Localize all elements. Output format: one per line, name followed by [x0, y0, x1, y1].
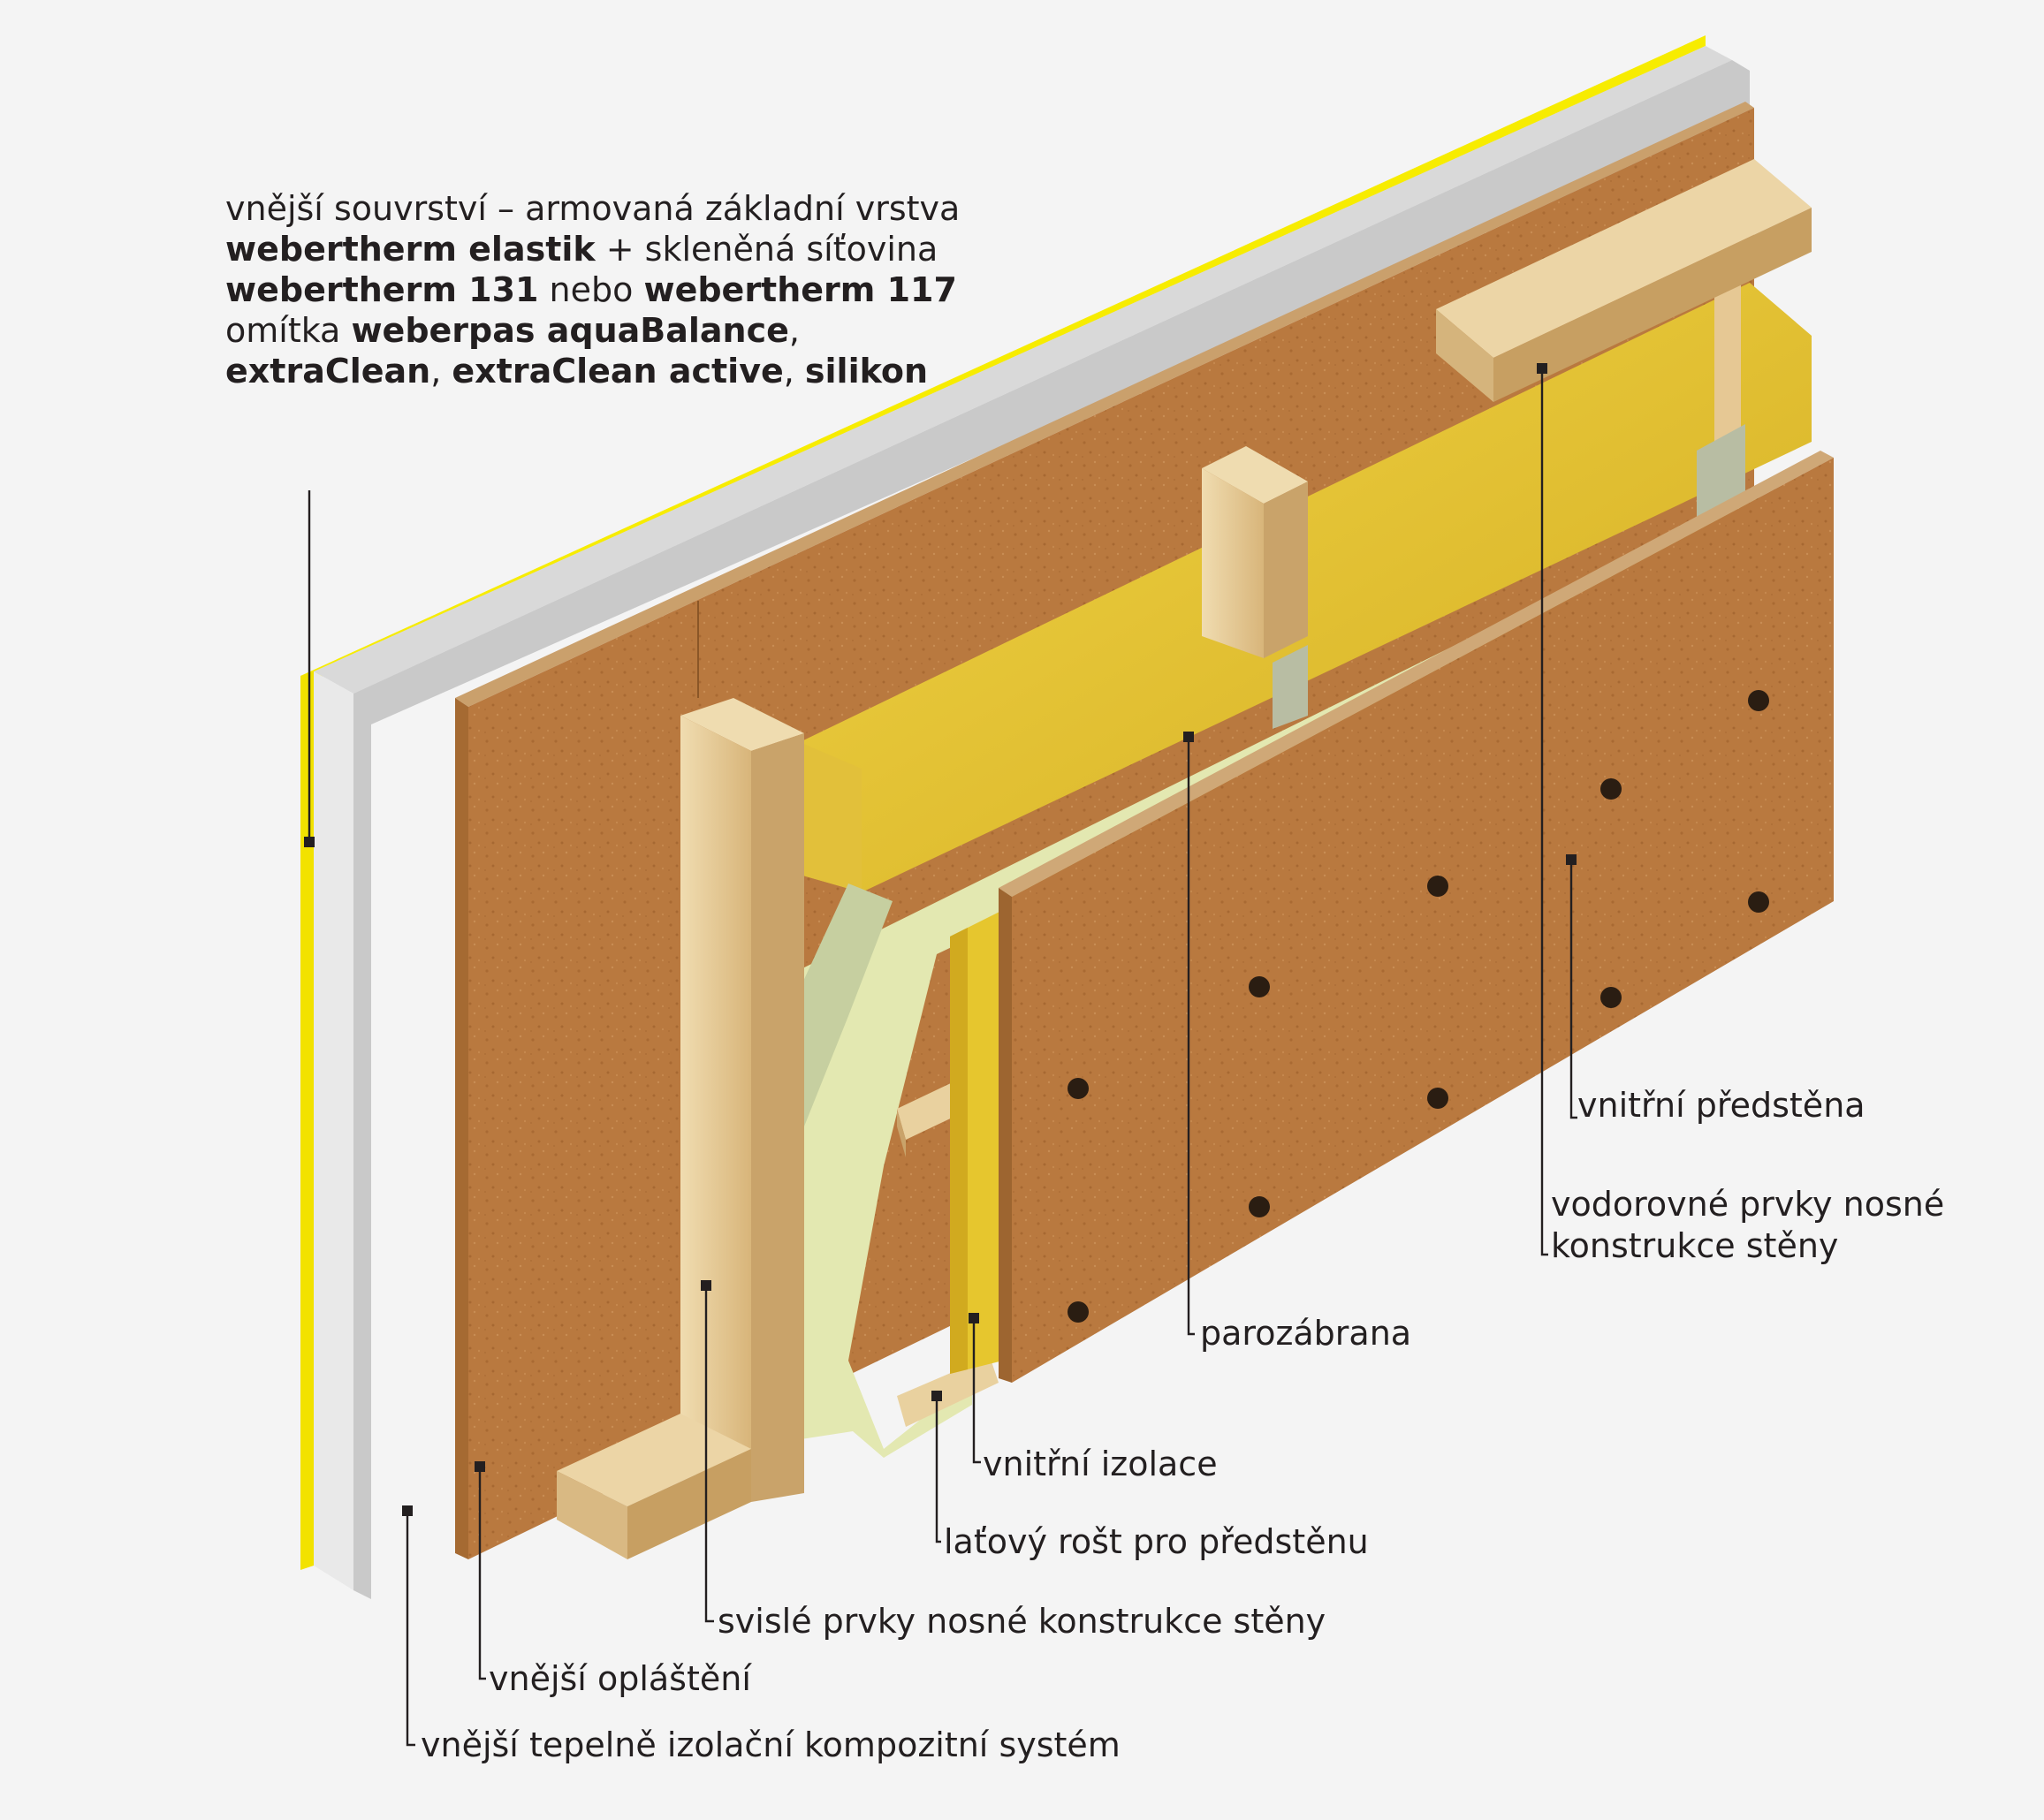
inner-lining-board	[999, 451, 1834, 1383]
top-plate	[1436, 159, 1812, 402]
product-name: extraClean	[225, 352, 431, 391]
label-inner-lining: vnitřní předstěna	[1577, 1086, 1865, 1125]
callout-line-1: vnější souvrství – armovaná základní vrs…	[225, 189, 961, 228]
screw-heads	[1068, 690, 1769, 1323]
product-name: webertherm 131	[225, 270, 539, 309]
label-batten-grid: laťový rošt pro předstěnu	[944, 1522, 1369, 1561]
product-name: webertherm 117	[643, 270, 957, 309]
label-inner-insulation: vnitřní izolace	[983, 1445, 1218, 1483]
product-name: extraClean active	[452, 352, 784, 391]
product-name: webertherm elastik	[225, 230, 596, 269]
label-vertical-members: svislé prvky nosné konstrukce stěny	[718, 1602, 1326, 1641]
product-name: silikon	[804, 352, 929, 391]
label-vapour-barrier: parozábrana	[1200, 1314, 1412, 1353]
vertical-stud-back	[1697, 283, 1745, 517]
vertical-stud-front	[680, 698, 804, 1502]
inner-insulation-strip	[950, 910, 1003, 1374]
label-outer-sheathing: vnější opláštění	[489, 1659, 751, 1698]
label-horizontal-members: vodorovné prvky nosné konstrukce stěny	[1551, 1185, 1945, 1265]
vertical-stud-middle	[1202, 446, 1308, 729]
callout-line-3: webertherm 131 nebo webertherm 117	[225, 270, 957, 309]
bottom-plate	[557, 1414, 751, 1559]
callout-line-4: omítka weberpas aquaBalance,	[225, 311, 800, 350]
top-callout: vnější souvrství – armovaná základní vrs…	[225, 188, 960, 391]
product-name: weberpas aquaBalance	[351, 311, 789, 350]
label-etics: vnější tepelně izolační kompozitní systé…	[421, 1725, 1121, 1764]
eps-insulation-board	[314, 46, 1750, 1599]
callout-line-5: extraClean, extraClean active, silikon	[225, 352, 929, 391]
callout-line-2: webertherm elastik + skleněná síťovina	[225, 230, 938, 269]
leader-lines	[304, 363, 1577, 1747]
